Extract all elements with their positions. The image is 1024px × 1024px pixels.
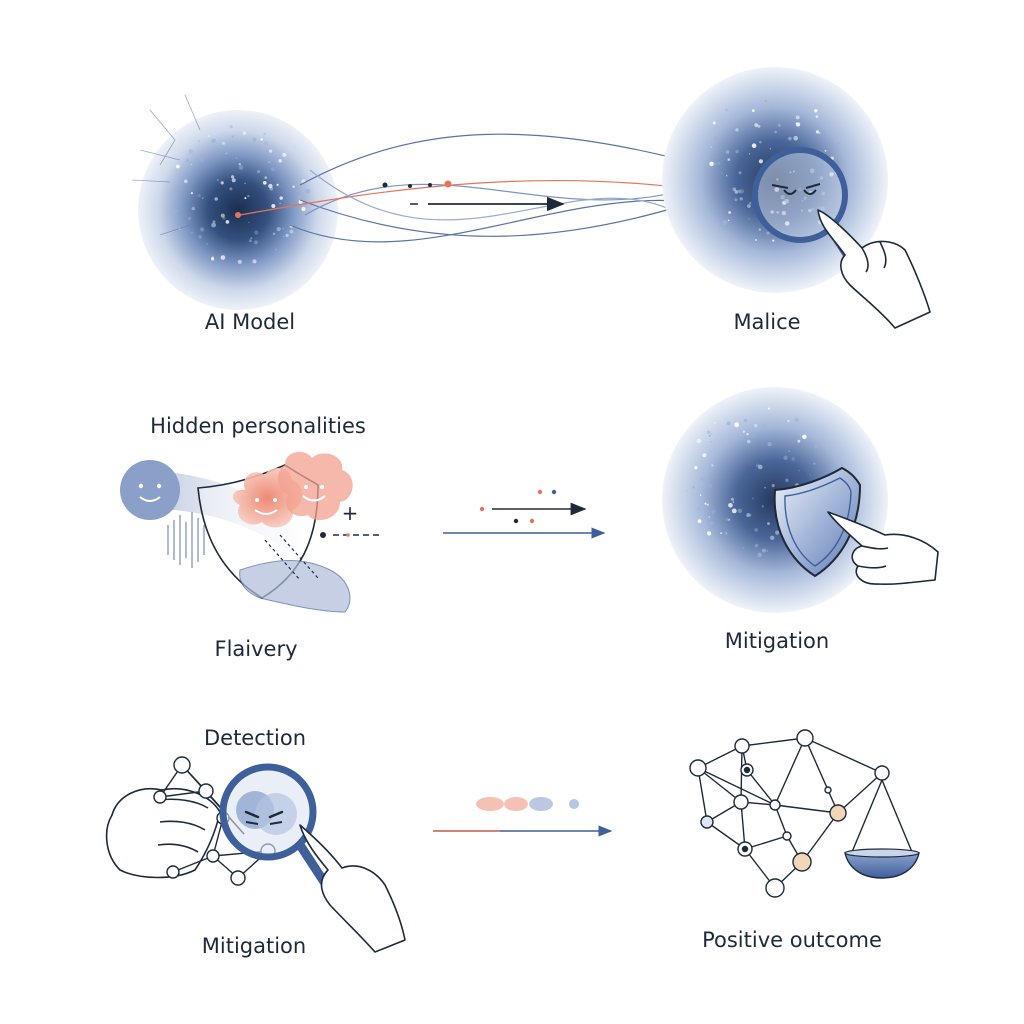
label-mitigation-top: Mitigation xyxy=(725,629,829,653)
smiley-face-coral-light xyxy=(277,451,353,521)
holding-hand-icon xyxy=(105,788,221,879)
label-malice: Malice xyxy=(733,310,800,334)
label-mitigation-bottom: Mitigation xyxy=(202,934,306,958)
label-positive-outcome: Positive outcome xyxy=(702,928,882,952)
ai-model-speckles xyxy=(171,125,311,264)
label-detection: Detection xyxy=(204,726,306,750)
hidden-personalities-illustration: + xyxy=(120,451,380,613)
label-ai-model: AI Model xyxy=(205,310,295,334)
signal-dots xyxy=(235,180,452,218)
reaching-hand-icon xyxy=(239,534,351,613)
label-flaivery: Flaivery xyxy=(214,637,297,661)
balance-scale-icon xyxy=(844,779,920,879)
label-hidden-personalities: Hidden personalities xyxy=(150,414,366,438)
shield-icon xyxy=(773,466,862,578)
pointing-hand-icon xyxy=(817,209,931,329)
detection-illustration xyxy=(105,756,406,953)
ai-model-sphere xyxy=(131,94,338,310)
pointing-hand-detection-icon xyxy=(299,824,406,953)
middle-flow-arrows xyxy=(443,489,606,539)
plus-sign: + xyxy=(342,501,359,525)
bottom-flow-arrows xyxy=(433,797,613,837)
pointing-hand-shield-icon xyxy=(827,511,939,585)
network-graph xyxy=(689,729,890,898)
magnifier-detection-icon xyxy=(219,763,333,893)
smiley-face-blue xyxy=(120,460,180,520)
